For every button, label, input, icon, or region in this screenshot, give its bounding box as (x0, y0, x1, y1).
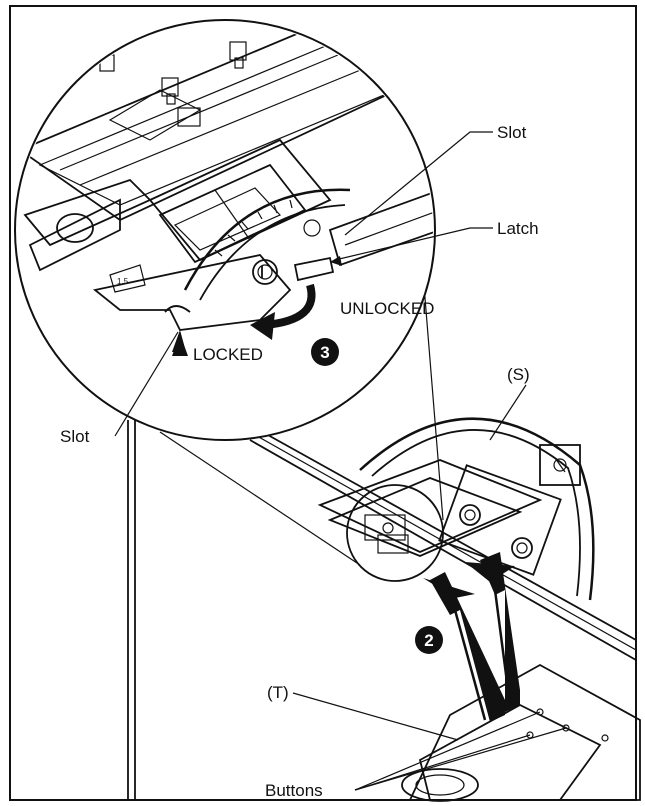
slot-top-label: Slot (497, 123, 527, 142)
latch-label: Latch (497, 219, 539, 238)
svg-text:1.5: 1.5 (117, 277, 129, 286)
plate-s (317, 417, 595, 601)
detail-mechanism: 1.5 (18, 22, 433, 340)
step-2-marker: 2 (415, 626, 443, 654)
s-label: (S) (507, 365, 530, 384)
svg-text:3: 3 (320, 343, 329, 362)
slot-left-label: Slot (60, 427, 90, 446)
locked-arrowhead (172, 334, 188, 356)
lift-arrows (423, 552, 520, 722)
bolt-group (99, 41, 247, 127)
buttons-label: Buttons (265, 781, 323, 800)
locked-label: LOCKED (193, 345, 263, 364)
detail-circle (14, 19, 436, 441)
detail-origin-circle (346, 484, 444, 582)
zoom-line-lower (159, 431, 361, 566)
detail-origin-parts (364, 514, 409, 554)
t-label: (T) (267, 683, 289, 702)
step-3-marker: 3 (311, 338, 339, 366)
svg-text:2: 2 (424, 631, 433, 650)
unlocked-label: UNLOCKED (340, 299, 434, 318)
dial-ticks (214, 199, 293, 257)
support-bar (127, 420, 136, 800)
